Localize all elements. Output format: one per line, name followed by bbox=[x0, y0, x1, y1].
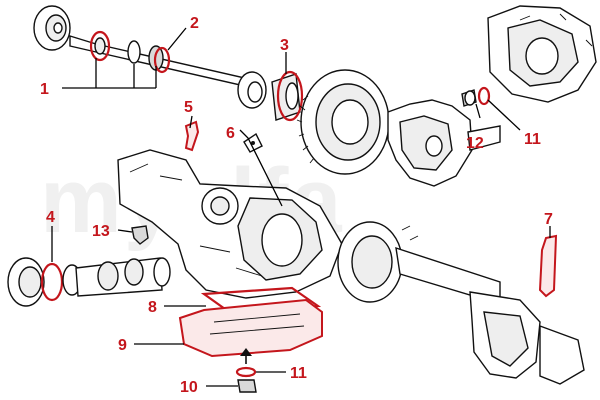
ring-1c bbox=[153, 46, 171, 74]
oil-pan-9 bbox=[178, 298, 323, 358]
callout-10: 10 bbox=[180, 379, 198, 396]
gasket-6 bbox=[243, 132, 263, 153]
leader-lines bbox=[51, 27, 551, 387]
callout-8: 8 bbox=[148, 299, 157, 316]
differential-case bbox=[387, 99, 501, 187]
callout-labels: 1 2 3 4 5 6 7 8 9 10 11 11 12 13 bbox=[40, 15, 553, 396]
washer-11-bottom bbox=[235, 366, 257, 378]
arrow-up-to-pan bbox=[240, 348, 252, 364]
callout-4: 4 bbox=[46, 209, 55, 226]
callout-11-top: 11 bbox=[524, 131, 541, 148]
callout-7: 7 bbox=[544, 211, 553, 228]
callout-3: 3 bbox=[280, 37, 289, 54]
drain-plug-12 bbox=[461, 89, 477, 107]
gearbox-housing bbox=[487, 5, 597, 103]
washer-11-top bbox=[477, 86, 491, 106]
hub-flange-top bbox=[33, 5, 71, 51]
callout-12: 12 bbox=[466, 135, 484, 152]
drain-plug-10 bbox=[237, 379, 257, 393]
callout-6: 6 bbox=[226, 125, 235, 142]
axle-tube-right bbox=[337, 221, 585, 385]
callout-2: 2 bbox=[190, 15, 199, 32]
callout-5: 5 bbox=[184, 99, 193, 116]
ring-1a bbox=[127, 40, 141, 64]
callout-13: 13 bbox=[92, 223, 110, 240]
callout-1: 1 bbox=[40, 81, 49, 98]
halfshaft-assembly bbox=[33, 5, 263, 91]
callout-9: 9 bbox=[118, 337, 127, 354]
crown-wheel bbox=[296, 69, 390, 175]
transaxle-housing bbox=[117, 149, 343, 299]
callout-11-bottom: 11 bbox=[290, 365, 307, 382]
breather-13 bbox=[131, 225, 149, 245]
bracket-7 bbox=[538, 234, 558, 298]
bearing-2 bbox=[89, 30, 111, 62]
clip-5 bbox=[184, 120, 200, 152]
left-bearing-stack-4 bbox=[7, 257, 171, 307]
pinion-bearing-3 bbox=[237, 70, 304, 122]
